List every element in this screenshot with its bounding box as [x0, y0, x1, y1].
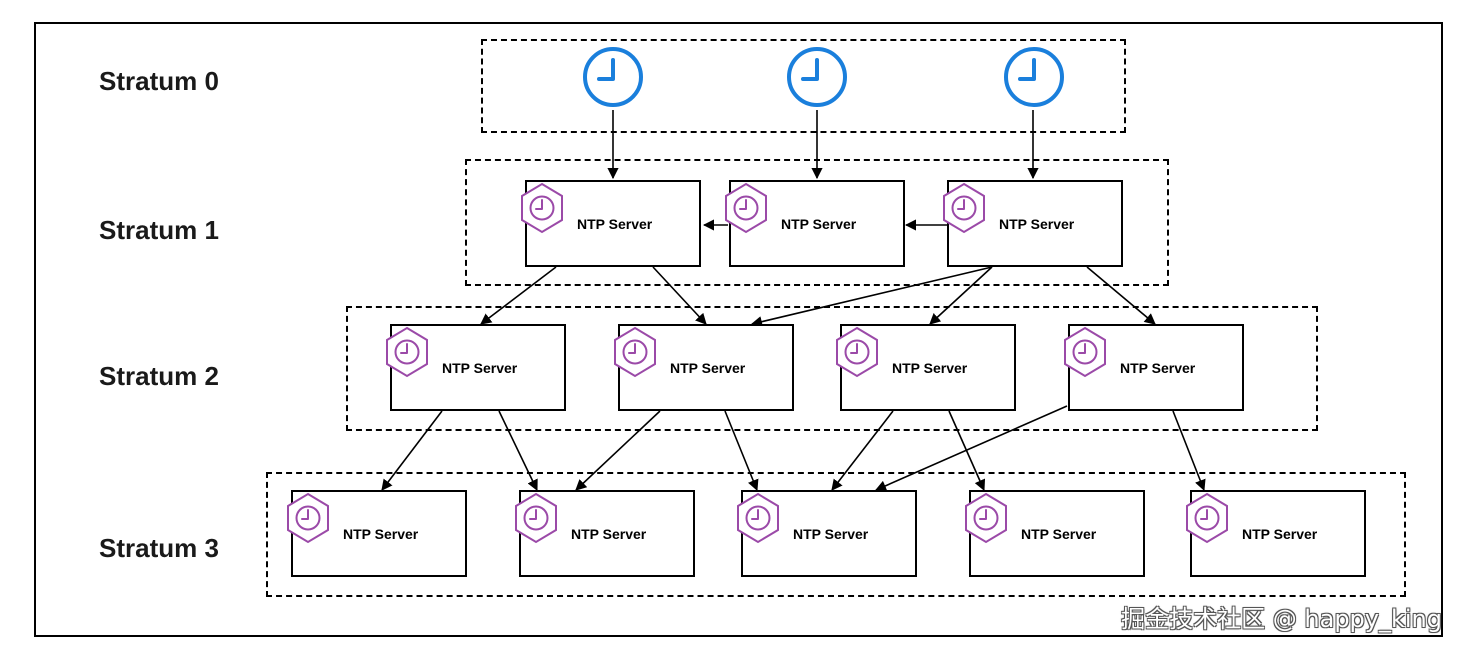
ntp-server-s2-3: NTP Server	[836, 324, 1016, 411]
stratum-0-group	[481, 39, 1126, 133]
server-label: NTP Server	[892, 360, 968, 376]
server-label: NTP Server	[1242, 526, 1318, 542]
server-label: NTP Server	[577, 216, 653, 232]
hexagon-clock-icon	[287, 492, 329, 544]
ntp-server-s3-4: NTP Server	[965, 490, 1145, 577]
server-label: NTP Server	[571, 526, 647, 542]
stratum-0-label: Stratum 0	[99, 66, 219, 96]
hexagon-clock-icon	[836, 326, 878, 378]
stratum-3-group	[266, 472, 1406, 597]
server-label: NTP Server	[670, 360, 746, 376]
ntp-server-s3-2: NTP Server	[515, 490, 695, 577]
server-label: NTP Server	[999, 216, 1075, 232]
ntp-server-s3-1: NTP Server	[287, 490, 467, 577]
ntp-server-s2-2: NTP Server	[614, 324, 794, 411]
diagram-frame	[34, 22, 1443, 637]
server-label: NTP Server	[1021, 526, 1097, 542]
stratum-2-group	[346, 306, 1318, 431]
stratum-3-label: Stratum 3	[99, 533, 219, 563]
ntp-server-s1-2: NTP Server	[725, 180, 905, 267]
hexagon-clock-icon	[965, 492, 1007, 544]
stratum-1-label: Stratum 1	[99, 215, 219, 245]
server-label: NTP Server	[1120, 360, 1196, 376]
hexagon-clock-icon	[943, 182, 985, 234]
server-label: NTP Server	[343, 526, 419, 542]
hexagon-clock-icon	[515, 492, 557, 544]
hexagon-clock-icon	[1186, 492, 1228, 544]
hexagon-clock-icon	[725, 182, 767, 234]
hexagon-clock-icon	[1064, 326, 1106, 378]
clock-icon	[583, 47, 643, 107]
hexagon-clock-icon	[614, 326, 656, 378]
ntp-server-s1-1: NTP Server	[521, 180, 701, 267]
server-label: NTP Server	[442, 360, 518, 376]
clock-icon	[787, 47, 847, 107]
server-label: NTP Server	[781, 216, 857, 232]
hexagon-clock-icon	[521, 182, 563, 234]
ntp-server-s3-5: NTP Server	[1186, 490, 1366, 577]
ntp-server-s2-1: NTP Server	[386, 324, 566, 411]
stratum-2-label: Stratum 2	[99, 361, 219, 391]
ntp-server-s1-3: NTP Server	[943, 180, 1123, 267]
clock-icon	[1004, 47, 1064, 107]
hexagon-clock-icon	[737, 492, 779, 544]
ntp-server-s2-4: NTP Server	[1064, 324, 1244, 411]
hexagon-clock-icon	[386, 326, 428, 378]
server-label: NTP Server	[793, 526, 869, 542]
ntp-server-s3-3: NTP Server	[737, 490, 917, 577]
watermark: 掘金技术社区 @ happy_king	[1121, 605, 1442, 633]
